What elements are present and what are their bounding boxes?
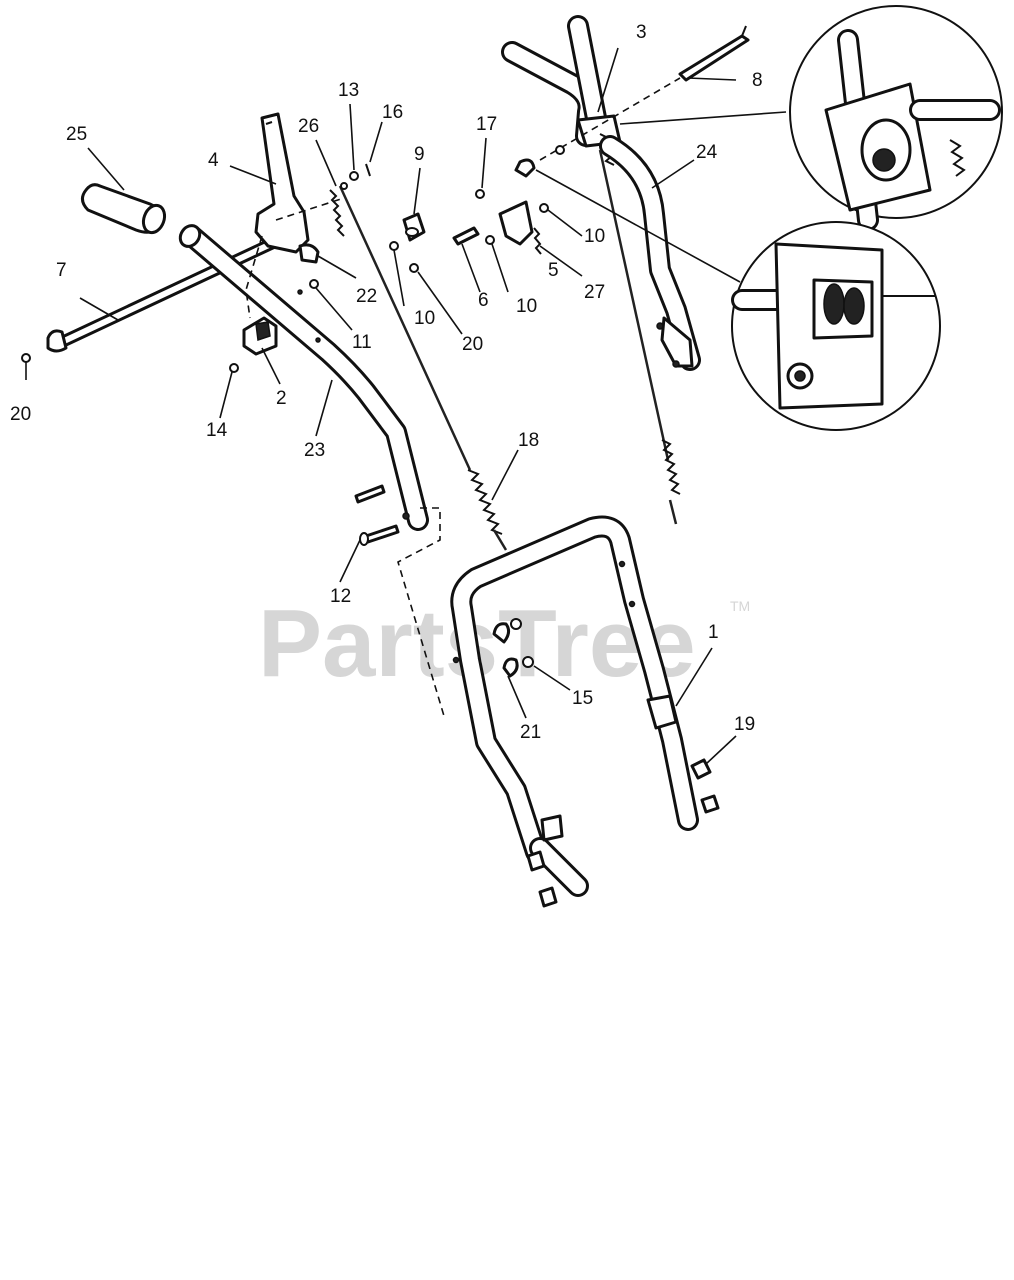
part-17-nut xyxy=(475,189,485,199)
callout-14: 14 xyxy=(206,420,228,441)
callout-18: 18 xyxy=(518,430,539,451)
callout-21: 21 xyxy=(520,722,541,743)
hardware-row xyxy=(389,200,549,273)
callout-24: 24 xyxy=(696,142,718,163)
leader-lines xyxy=(25,47,737,765)
part-15-nut xyxy=(510,618,534,668)
callout-1: 1 xyxy=(708,622,719,643)
callouts: 25 26 13 16 17 3 8 4 9 24 7 10 22 5 27 6… xyxy=(10,22,763,743)
callout-4: 4 xyxy=(208,150,219,171)
detail-view-lower xyxy=(535,169,941,431)
part-16-pin xyxy=(365,163,371,177)
callout-5: 5 xyxy=(548,260,559,281)
callout-9: 9 xyxy=(414,144,425,165)
callout-2: 2 xyxy=(276,388,287,409)
callout-6: 6 xyxy=(478,290,489,311)
part-19-bolts xyxy=(526,758,720,908)
callout-12: 12 xyxy=(330,586,351,607)
callout-10-right: 10 xyxy=(584,226,605,247)
callout-11: 11 xyxy=(352,332,372,353)
callout-26: 26 xyxy=(298,116,319,137)
callout-7: 7 xyxy=(56,260,67,281)
part-23-left-upper-handle xyxy=(178,224,429,531)
callout-27: 27 xyxy=(584,282,605,303)
part-9-bushing xyxy=(402,212,426,242)
part-4-panel-bracket xyxy=(245,112,345,319)
part-18-cable xyxy=(338,182,508,551)
callout-20-left: 20 xyxy=(10,404,31,425)
callout-25: 25 xyxy=(66,124,87,145)
callout-16: 16 xyxy=(382,102,403,123)
part-13-washer xyxy=(349,171,359,181)
callout-10-mid: 10 xyxy=(516,296,537,317)
callout-23: 23 xyxy=(304,440,325,461)
callout-22: 22 xyxy=(356,286,377,307)
watermark-trademark: TM xyxy=(730,598,750,614)
part-25-grip xyxy=(81,183,167,235)
callout-17: 17 xyxy=(476,114,497,135)
callout-13: 13 xyxy=(338,80,359,101)
callout-8: 8 xyxy=(752,70,763,91)
part-1-lower-handle xyxy=(450,515,699,897)
callout-10-left: 10 xyxy=(414,308,435,329)
callout-3: 3 xyxy=(636,22,647,43)
callout-20-mid: 20 xyxy=(462,334,483,355)
detail-view-upper xyxy=(619,5,1003,231)
part-12-pins xyxy=(354,484,445,717)
callout-15: 15 xyxy=(572,688,593,709)
part-21-knob xyxy=(492,622,519,678)
part-2-bracket xyxy=(242,316,278,356)
callout-19: 19 xyxy=(734,714,755,735)
part-24-right-handle xyxy=(514,135,701,525)
part-26-spring xyxy=(329,189,345,237)
